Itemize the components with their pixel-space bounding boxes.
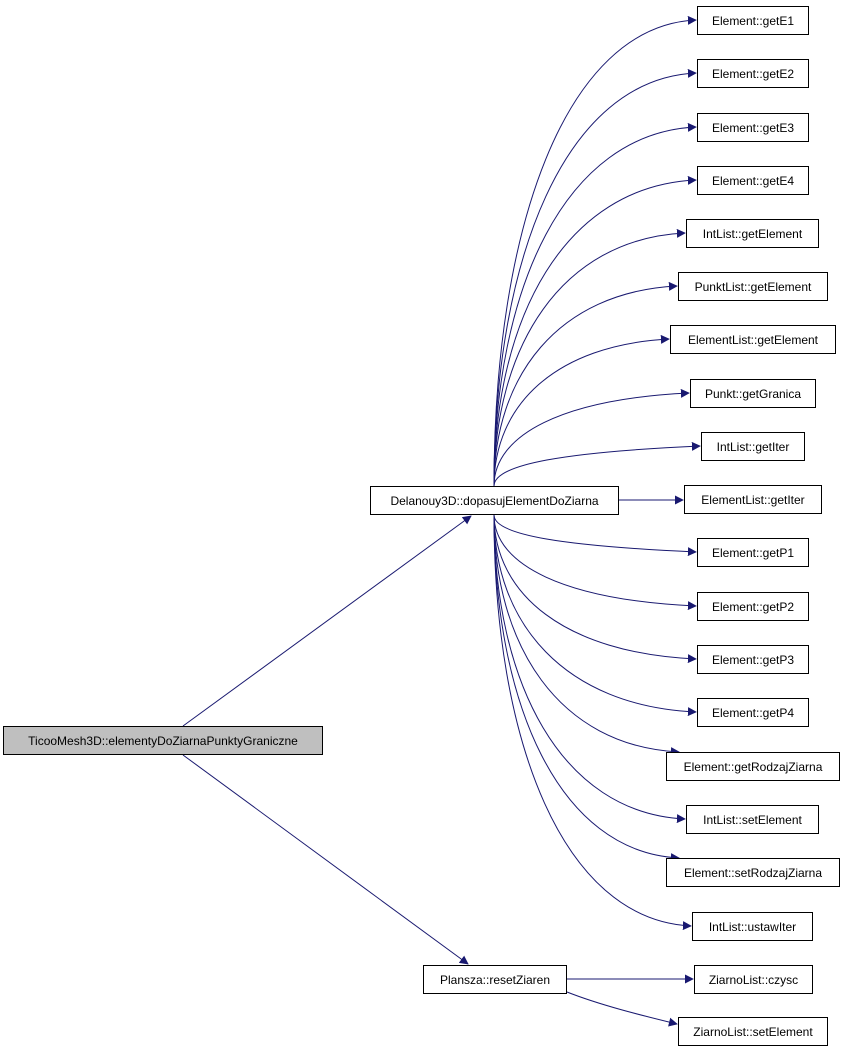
node-delanouy-dopasuj[interactable]: Delanouy3D::dopasujElementDoZiarna xyxy=(370,486,619,515)
node-intlist-getiter[interactable]: IntList::getIter xyxy=(701,432,805,461)
node-intlist-ustawiter[interactable]: IntList::ustawIter xyxy=(692,912,813,941)
node-element-gete3[interactable]: Element::getE3 xyxy=(697,113,809,142)
edge-delanouy-intlist-getelement xyxy=(493,228,686,487)
node-elementlist-getiter[interactable]: ElementList::getIter xyxy=(684,485,822,514)
edge-delanouy-element-gete4 xyxy=(493,175,697,487)
edge-delanouy-element-getp4 xyxy=(493,514,697,717)
node-intlist-getelement[interactable]: IntList::getElement xyxy=(686,219,819,248)
edge-delanouy-element-gete2 xyxy=(493,68,697,487)
node-plansza-resetziaren[interactable]: Plansza::resetZiaren xyxy=(423,965,567,994)
node-ziarnolist-setelement[interactable]: ZiarnoList::setElement xyxy=(678,1017,828,1046)
edge-delanouy-intlist-ustawiter xyxy=(493,514,692,931)
edge-delanouy-element-getp3 xyxy=(493,514,697,664)
edge-delanouy-element-gete3 xyxy=(493,122,697,487)
edge-delanouy-elementlist-getelement xyxy=(493,334,670,487)
edge-delanouy-intlist-getiter xyxy=(493,441,701,487)
edge-delanouy-punkt-getgranica xyxy=(493,388,690,487)
edge-delanouy-punktlist-getelement xyxy=(493,281,678,487)
edge-delanouy-intlist-setelement xyxy=(493,514,686,824)
node-element-setrodzajziarna[interactable]: Element::setRodzajZiarna xyxy=(666,858,840,887)
node-element-gete1[interactable]: Element::getE1 xyxy=(697,6,809,35)
node-element-getrodzajziarna[interactable]: Element::getRodzajZiarna xyxy=(666,752,840,781)
node-element-getp1[interactable]: Element::getP1 xyxy=(697,538,809,567)
node-punktlist-getelement[interactable]: PunktList::getElement xyxy=(678,272,828,301)
edge-delanouy-element-setrodzajziarna xyxy=(493,514,680,863)
edge-delanouy-element-getrodzajziarna xyxy=(493,514,680,757)
node-element-gete4[interactable]: Element::getE4 xyxy=(697,166,809,195)
node-punkt-getgranica[interactable]: Punkt::getGranica xyxy=(690,379,816,408)
edge-root-plansza xyxy=(182,754,469,965)
node-elementlist-getelement[interactable]: ElementList::getElement xyxy=(670,325,836,354)
edge-root-delanouy xyxy=(182,515,472,727)
node-root[interactable]: TicooMesh3D::elementyDoZiarnaPunktyGrani… xyxy=(3,726,323,755)
node-ziarnolist-czysc[interactable]: ZiarnoList::czysc xyxy=(694,965,813,994)
node-element-getp4[interactable]: Element::getP4 xyxy=(697,698,809,727)
edge-delanouy-element-gete1 xyxy=(493,15,697,487)
node-element-gete2[interactable]: Element::getE2 xyxy=(697,59,809,88)
edge-plansza-setelement xyxy=(566,991,678,1027)
node-intlist-setelement[interactable]: IntList::setElement xyxy=(686,805,819,834)
node-element-getp3[interactable]: Element::getP3 xyxy=(697,645,809,674)
edge-delanouy-element-getp1 xyxy=(493,514,697,557)
edge-delanouy-element-getp2 xyxy=(493,514,697,611)
node-element-getp2[interactable]: Element::getP2 xyxy=(697,592,809,621)
